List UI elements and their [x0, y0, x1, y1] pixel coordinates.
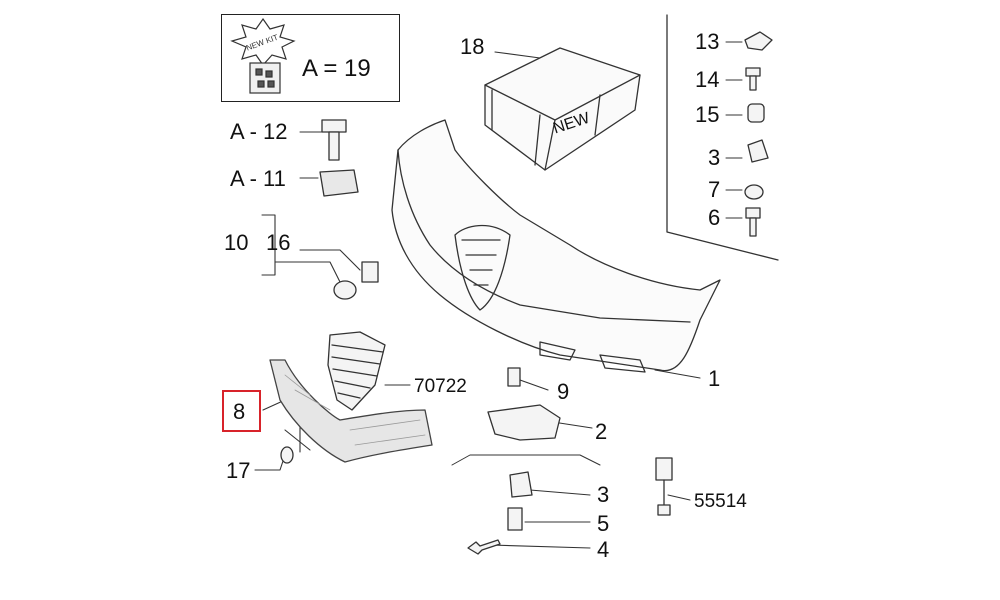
part-7-drawing — [744, 184, 764, 200]
callout-a-12: A - 12 — [230, 119, 288, 144]
callout-2: 2 — [595, 419, 608, 444]
callout-55514: 55514 — [694, 491, 747, 512]
part-3-top-drawing — [747, 139, 769, 163]
callout-70722: 70722 — [414, 376, 467, 397]
part-5-drawing — [507, 507, 523, 531]
callout-1: 1 — [708, 366, 721, 391]
part-3-bottom-drawing — [509, 471, 533, 498]
part-15-drawing — [747, 103, 765, 123]
callout-7: 7 — [708, 177, 721, 202]
shield-grille-drawing — [327, 331, 386, 411]
kit-box: NEW KIT A = 19 — [221, 14, 400, 102]
part-2-drawing — [487, 404, 561, 441]
callout-3-bottom: 3 — [597, 482, 610, 507]
leader-lines — [254, 41, 743, 549]
highlight-box — [222, 390, 261, 432]
callout-3-top: 3 — [708, 145, 721, 170]
part-13-drawing — [744, 31, 773, 51]
new-kit-badge-icon: NEW KIT — [230, 17, 296, 94]
part-4-drawing — [467, 539, 501, 555]
callout-16: 16 — [266, 230, 291, 255]
part-6-drawing — [745, 207, 761, 237]
part-9-drawing — [507, 367, 521, 387]
callout-17: 17 — [226, 458, 251, 483]
callout-a-11: A - 11 — [230, 166, 286, 191]
callout-13: 13 — [695, 29, 720, 54]
hardware-group-bracket — [666, 14, 779, 261]
kit-formula: A = 19 — [302, 55, 371, 82]
callout-14: 14 — [695, 67, 720, 92]
mesh-grille-drawing — [269, 359, 433, 463]
part-10-drawing — [333, 280, 357, 300]
part-17-drawing — [280, 446, 294, 464]
crate-drawing — [484, 47, 641, 171]
part-16-drawing — [361, 261, 379, 283]
callout-10: 10 — [224, 230, 249, 255]
callout-6: 6 — [708, 205, 721, 230]
fog-light-group-bracket — [451, 454, 601, 466]
callout-4: 4 — [597, 537, 610, 562]
part-14-drawing — [745, 67, 761, 91]
callout-18: 18 — [460, 34, 485, 59]
bumper-drawing — [391, 119, 721, 373]
part-55514-drawing — [655, 457, 673, 516]
bolt-a12-drawing — [321, 119, 347, 161]
callout-8: 8 — [233, 399, 246, 424]
clip-a11-drawing — [319, 169, 359, 197]
callout-5: 5 — [597, 511, 610, 536]
callout-9: 9 — [557, 379, 570, 404]
callout-15: 15 — [695, 102, 720, 127]
